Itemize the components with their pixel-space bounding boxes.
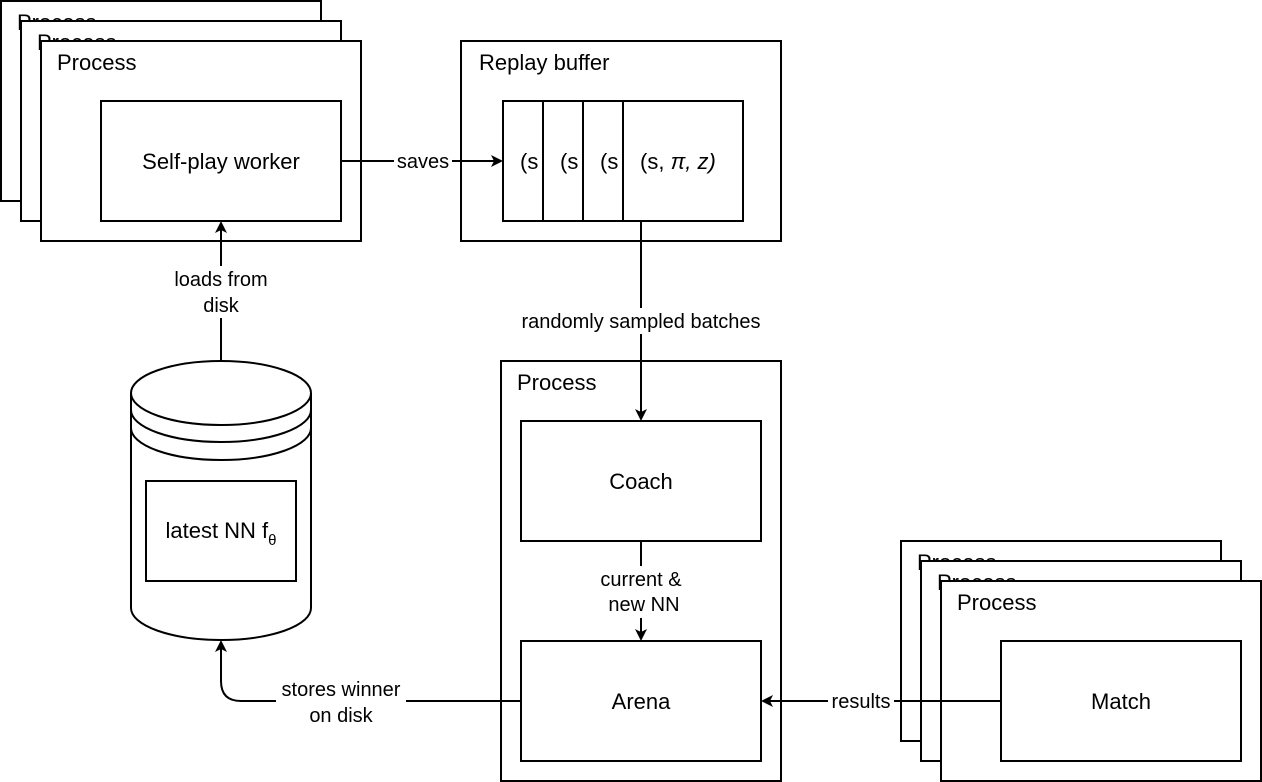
replay-cell-label: (s bbox=[560, 149, 578, 174]
replay-cell: (s bbox=[582, 100, 624, 222]
edge-stores-label-2: on disk bbox=[309, 705, 373, 727]
selfplay-worker-label: Self-play worker bbox=[142, 149, 300, 174]
replay-buffer: Replay buffer (s (s (s (s, π, z) bbox=[460, 40, 782, 242]
replay-cell-latest-label: (s, π, z) bbox=[640, 149, 716, 174]
edge-stores: stores winner on disk bbox=[215, 640, 521, 728]
edge-sampled-label: randomly sampled batches bbox=[521, 311, 760, 333]
edge-results: results bbox=[761, 688, 1001, 714]
edge-results-label: results bbox=[832, 691, 891, 713]
arena-box bbox=[520, 640, 762, 762]
replay-cell-latest-italic: π, z) bbox=[671, 149, 716, 174]
selfplay-process-front: Process Self-play worker bbox=[40, 40, 362, 242]
edge-current-label-2: new NN bbox=[608, 594, 679, 616]
replay-cell: (s bbox=[502, 100, 544, 222]
edge-sampled: randomly sampled batches bbox=[506, 221, 776, 421]
match-process-front-label: Process bbox=[957, 590, 1036, 615]
selfplay-worker-box bbox=[100, 100, 342, 222]
match-process-stack: Process Process Process Match bbox=[900, 540, 1262, 782]
edge-stores-label-1: stores winner bbox=[282, 679, 401, 701]
latest-nn-text: latest NN f bbox=[165, 518, 269, 543]
edge-loads: loads from disk bbox=[166, 221, 276, 361]
replay-buffer-title: Replay buffer bbox=[479, 50, 609, 75]
selfplay-process-front-label: Process bbox=[57, 50, 136, 75]
edge-saves: saves bbox=[341, 148, 503, 174]
replay-cell-latest: (s, π, z) bbox=[622, 100, 744, 222]
edge-current-new: current & new NN bbox=[591, 541, 691, 641]
coach-label: Coach bbox=[609, 469, 673, 494]
latest-nn-label: latest NN fθ bbox=[165, 518, 276, 549]
nn-database-cylinder: latest NN fθ bbox=[130, 360, 312, 641]
replay-cell-latest-prefix: (s, bbox=[640, 149, 671, 174]
edge-current-label-1: current & bbox=[600, 569, 682, 591]
edge-loads-label-1: loads from bbox=[174, 269, 267, 291]
match-label: Match bbox=[1091, 689, 1151, 714]
latest-nn-box bbox=[145, 480, 297, 582]
arena-label: Arena bbox=[612, 689, 671, 714]
selfplay-process-stack: Process Process Process Self-play worker bbox=[0, 0, 362, 242]
trainer-process-label: Process bbox=[517, 370, 596, 395]
edge-loads-label-2: disk bbox=[203, 295, 240, 317]
replay-cell-label: (s bbox=[520, 149, 538, 174]
match-process-front: Process Match bbox=[940, 580, 1262, 782]
match-box bbox=[1000, 640, 1242, 762]
replay-cell-label: (s bbox=[600, 149, 618, 174]
latest-nn-subscript: θ bbox=[268, 532, 276, 549]
replay-cell: (s bbox=[542, 100, 584, 222]
edge-saves-label: saves bbox=[397, 151, 449, 173]
